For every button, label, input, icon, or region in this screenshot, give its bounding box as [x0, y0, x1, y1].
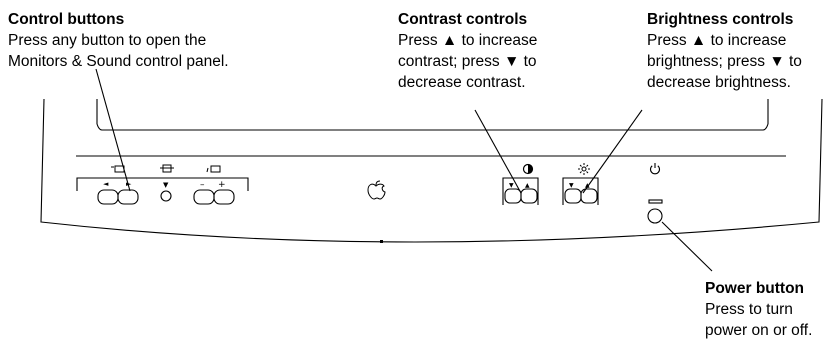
callout-brightness-controls: Brightness controls Press ▲ to increase … — [647, 9, 802, 93]
leader-lines — [95, 68, 713, 272]
callout-text-line: contrast; press ▼ to — [398, 53, 537, 70]
callout-text-line: power on or off. — [705, 322, 813, 339]
power-button[interactable] — [647, 208, 663, 224]
brightness-icon — [578, 163, 590, 175]
leader-line-brightness — [582, 109, 643, 194]
size-plus-button[interactable] — [213, 189, 235, 205]
contrast-controls-group — [502, 177, 539, 205]
callout-power-button: Power button Press to turn power on or o… — [705, 278, 812, 341]
brightness-up-button[interactable] — [580, 188, 598, 204]
callout-text-line: Press to turn — [705, 301, 793, 318]
contrast-down-glyph: ▼ — [509, 182, 514, 189]
callout-text-line: Press ▲ to increase — [647, 32, 787, 49]
callout-text-line: Press any button to open the — [8, 32, 207, 49]
callout-title: Brightness controls — [647, 11, 794, 28]
contrast-up-button[interactable] — [520, 188, 538, 204]
minus-glyph: – — [200, 180, 205, 190]
brightness-controls-group — [562, 177, 599, 205]
power-indicator-light — [648, 199, 663, 204]
callout-text-line: brightness; press ▼ to — [647, 53, 802, 70]
contrast-up-glyph: ▲ — [525, 182, 530, 189]
height-button[interactable] — [160, 190, 172, 202]
callout-text-line: decrease brightness. — [647, 74, 791, 91]
size-minus-button[interactable] — [193, 189, 215, 205]
callout-text-line: decrease contrast. — [398, 74, 526, 91]
monitor-size-icon — [206, 165, 221, 173]
arrow-left-glyph: ◄ — [103, 180, 109, 188]
monitor-height-icon — [160, 164, 174, 173]
monitor-bezel — [40, 98, 823, 243]
contrast-down-button[interactable] — [504, 188, 522, 204]
callout-title: Control buttons — [8, 11, 125, 28]
contrast-icon — [522, 163, 534, 175]
callout-text-line: Press ▲ to increase — [398, 32, 538, 49]
brightness-down-glyph: ▼ — [569, 182, 574, 189]
brightness-down-button[interactable] — [564, 188, 582, 204]
arrow-down-glyph: ▼ — [163, 181, 169, 189]
leader-line-contrast — [474, 109, 522, 194]
brightness-frame — [562, 177, 599, 205]
power-group — [647, 199, 663, 224]
apple-logo-icon — [367, 180, 386, 200]
callout-title: Contrast controls — [398, 11, 528, 28]
callout-text-line: Monitors & Sound control panel. — [8, 53, 229, 70]
arrow-right-glyph: ► — [126, 180, 132, 188]
callout-contrast-controls: Contrast controls Press ▲ to increase co… — [398, 9, 537, 93]
monitor-position-icon — [111, 165, 125, 173]
brightness-up-glyph: ▲ — [585, 182, 590, 189]
contrast-frame — [502, 177, 539, 205]
position-right-button[interactable] — [117, 189, 139, 205]
plus-glyph: + — [218, 180, 226, 190]
control-buttons-frame — [76, 177, 249, 191]
power-icon — [649, 163, 661, 175]
leader-line-power — [661, 221, 713, 272]
callout-control-buttons: Control buttons Press any button to open… — [8, 9, 229, 72]
control-buttons-group — [76, 177, 249, 205]
bezel-notch — [380, 240, 383, 243]
position-left-button[interactable] — [97, 189, 119, 205]
callout-title: Power button — [705, 280, 805, 297]
